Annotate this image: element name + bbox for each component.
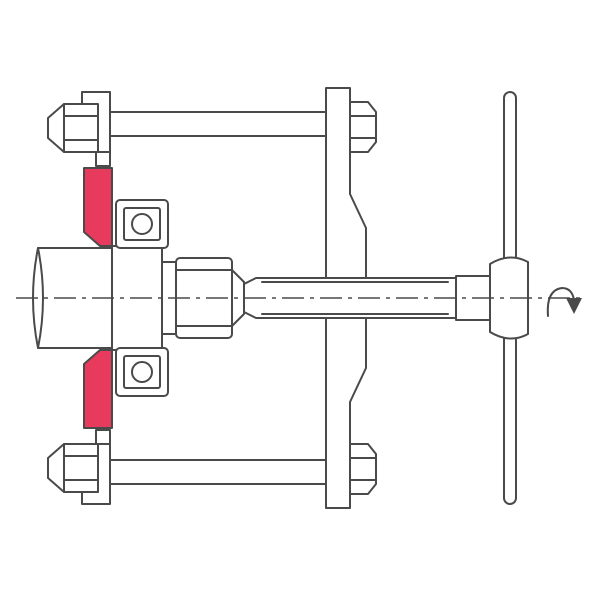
threaded-coupling	[161, 257, 245, 339]
upper-puller-arm	[47, 91, 111, 167]
upper-hex-nut	[349, 101, 377, 153]
shaft	[32, 247, 121, 349]
pulled-hub-flange	[83, 167, 113, 429]
clockwise-rotation-icon	[546, 286, 582, 317]
lower-tie-rod	[97, 459, 355, 485]
lower-bearing	[115, 347, 169, 397]
lower-puller-arm	[47, 429, 111, 505]
upper-tie-rod	[97, 111, 355, 137]
lower-hex-nut	[349, 443, 377, 495]
upper-bearing	[115, 199, 169, 249]
